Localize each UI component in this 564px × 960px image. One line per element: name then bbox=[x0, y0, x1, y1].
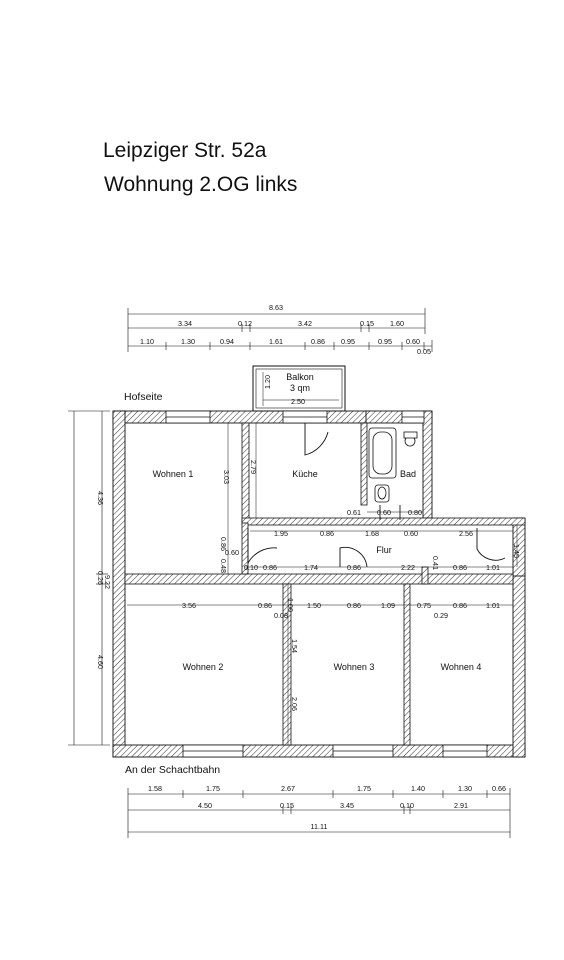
dim-kueche-height: 2.79 bbox=[249, 460, 258, 474]
balcony-label: Balkon bbox=[286, 372, 314, 382]
dim-bottom-1-4: 1.40 bbox=[411, 784, 425, 793]
dim-small-1: 0.41 bbox=[431, 556, 440, 570]
dim-top-3-0: 1.10 bbox=[140, 337, 154, 346]
dimension-chain-top bbox=[127, 308, 433, 352]
dim-top-2-3: 0.15 bbox=[360, 319, 374, 328]
dim-bottom-2-2: 3.45 bbox=[340, 801, 354, 810]
dim-left-2: 9.22 bbox=[103, 575, 112, 589]
dim-bottom-1-5: 1.30 bbox=[458, 784, 472, 793]
dim-top-3-1: 1.30 bbox=[181, 337, 195, 346]
dim-bottom-2-0: 4.50 bbox=[198, 801, 212, 810]
room-label-bad: Bad bbox=[400, 469, 416, 479]
dim-flur-low-4: 2.22 bbox=[401, 563, 415, 572]
dimension-labels-bottom: 1.58 1.75 2.67 1.75 1.40 1.30 0.66 4.50 … bbox=[148, 784, 506, 831]
dim-top-3-7: 0.60 bbox=[406, 337, 420, 346]
dim-top-2-1: 0.12 bbox=[238, 319, 252, 328]
dim-bath-bottom-1: 0.61 bbox=[347, 508, 361, 517]
dim-w1-door-c: 0.60 bbox=[225, 548, 239, 557]
dim-w1-door-a: 0.86 bbox=[219, 537, 228, 551]
dim-below-1: 0.86 bbox=[258, 601, 272, 610]
room-labels: Wohnen 1 Küche Bad Flur Wohnen 2 Wohnen … bbox=[153, 469, 482, 672]
dim-flur-low-5: 0.86 bbox=[453, 563, 467, 572]
dim-below-6: 0.86 bbox=[453, 601, 467, 610]
dim-below-small-2: 0.29 bbox=[434, 611, 448, 620]
dim-top-3-3: 1.61 bbox=[269, 337, 283, 346]
dim-bottom-1-6: 0.66 bbox=[492, 784, 506, 793]
dim-top-2-2: 3.42 bbox=[298, 319, 312, 328]
balcony-depth: 1.20 bbox=[263, 375, 272, 389]
dim-flur-top-2: 0.86 bbox=[320, 529, 334, 538]
dimension-chain-bottom bbox=[127, 788, 511, 838]
dim-bath-bottom-2: 0.60 bbox=[377, 508, 391, 517]
dim-flur-top-5: 2.56 bbox=[459, 529, 473, 538]
dim-top-3-6: 0.95 bbox=[378, 337, 392, 346]
balcony-area: 3 qm bbox=[290, 383, 310, 393]
dim-below-2: 1.50 bbox=[307, 601, 321, 610]
dimension-labels-top: 8.63 3.34 0.12 3.42 0.15 1.60 1.10 1.30 … bbox=[140, 303, 431, 356]
dim-flur-low-1: 0.86 bbox=[263, 563, 277, 572]
dim-below-4: 1.09 bbox=[381, 601, 395, 610]
dimension-labels-inner: 3.03 2.79 0.86 0.48 0.60 1.95 0.86 1.68 … bbox=[182, 460, 521, 711]
dim-top-3-2: 0.94 bbox=[220, 337, 234, 346]
plan-title-address: Leipziger Str. 52a bbox=[103, 139, 267, 162]
dim-top-2-0: 3.34 bbox=[178, 319, 192, 328]
dim-left-1: 0.26 bbox=[96, 571, 105, 585]
dim-w3-wall-2: 2.06 bbox=[290, 697, 299, 711]
windows bbox=[165, 410, 488, 758]
dim-bath-bottom-3: 0.80 bbox=[408, 508, 422, 517]
room-label-flur: Flur bbox=[376, 545, 392, 555]
dim-bottom-2-1: 0.15 bbox=[280, 801, 294, 810]
bath-fixtures bbox=[368, 427, 418, 503]
dimension-labels-left: 4.36 0.26 9.22 4.60 bbox=[96, 491, 112, 669]
dim-below-small-1: 0.08 bbox=[274, 611, 288, 620]
dim-flur-top-1: 1.95 bbox=[274, 529, 288, 538]
dim-flur-low-2: 1.74 bbox=[304, 563, 318, 572]
dim-below-7: 1.01 bbox=[486, 601, 500, 610]
dim-bottom-2-3: 0.10 bbox=[400, 801, 414, 810]
dim-bottom-1-2: 2.67 bbox=[281, 784, 295, 793]
room-label-wohnen-4: Wohnen 4 bbox=[441, 662, 482, 672]
plan-title-unit: Wohnung 2.OG links bbox=[104, 173, 298, 196]
dim-flur-right: 1.45 bbox=[512, 544, 521, 558]
room-label-wohnen-2: Wohnen 2 bbox=[183, 662, 224, 672]
dim-below-0: 3.56 bbox=[182, 601, 196, 610]
dim-below-small-0: 1.00 bbox=[286, 598, 295, 612]
dim-w3-wall-1: 1.54 bbox=[290, 639, 299, 653]
dim-w1-height: 3.03 bbox=[222, 470, 231, 484]
orientation-label-top: Hofseite bbox=[124, 391, 163, 403]
room-label-kueche: Küche bbox=[292, 469, 318, 479]
dim-top-3-4: 0.86 bbox=[311, 337, 325, 346]
balcony-width: 2.50 bbox=[291, 397, 305, 406]
dim-top-total: 8.63 bbox=[269, 303, 283, 312]
dim-flur-low-6: 1.01 bbox=[486, 563, 500, 572]
dim-w1-door-b: 0.48 bbox=[219, 559, 228, 573]
dim-flur-low-3: 0.86 bbox=[347, 563, 361, 572]
dim-left-3: 4.60 bbox=[96, 655, 105, 669]
dim-flur-top-3: 1.68 bbox=[365, 529, 379, 538]
dimension-chain-left bbox=[68, 410, 110, 746]
orientation-label-bottom: An der Schachtbahn bbox=[125, 764, 220, 776]
dim-flur-top-4: 0.60 bbox=[404, 529, 418, 538]
dimension-chain-inner bbox=[127, 423, 518, 745]
dim-top-2-4: 1.60 bbox=[390, 319, 404, 328]
room-label-wohnen-1: Wohnen 1 bbox=[153, 469, 194, 479]
dim-bottom-2-4: 2.91 bbox=[454, 801, 468, 810]
dim-flur-low-0: 0.10 bbox=[244, 563, 258, 572]
dim-bottom-1-3: 1.75 bbox=[357, 784, 371, 793]
room-label-wohnen-3: Wohnen 3 bbox=[334, 662, 375, 672]
dim-top-3-5: 0.95 bbox=[341, 337, 355, 346]
doors bbox=[247, 423, 506, 568]
balcony: Balkon 3 qm 1.20 2.50 bbox=[252, 365, 346, 412]
dim-below-5: 0.75 bbox=[417, 601, 431, 610]
dim-bottom-1-0: 1.58 bbox=[148, 784, 162, 793]
dim-top-3-8: 0.05 bbox=[417, 347, 431, 356]
dim-bottom-total: 11.11 bbox=[311, 822, 328, 831]
dim-bottom-1-1: 1.75 bbox=[206, 784, 220, 793]
dim-left-0: 4.36 bbox=[96, 491, 105, 505]
interior-walls bbox=[124, 422, 526, 746]
dim-below-3: 0.86 bbox=[347, 601, 361, 610]
